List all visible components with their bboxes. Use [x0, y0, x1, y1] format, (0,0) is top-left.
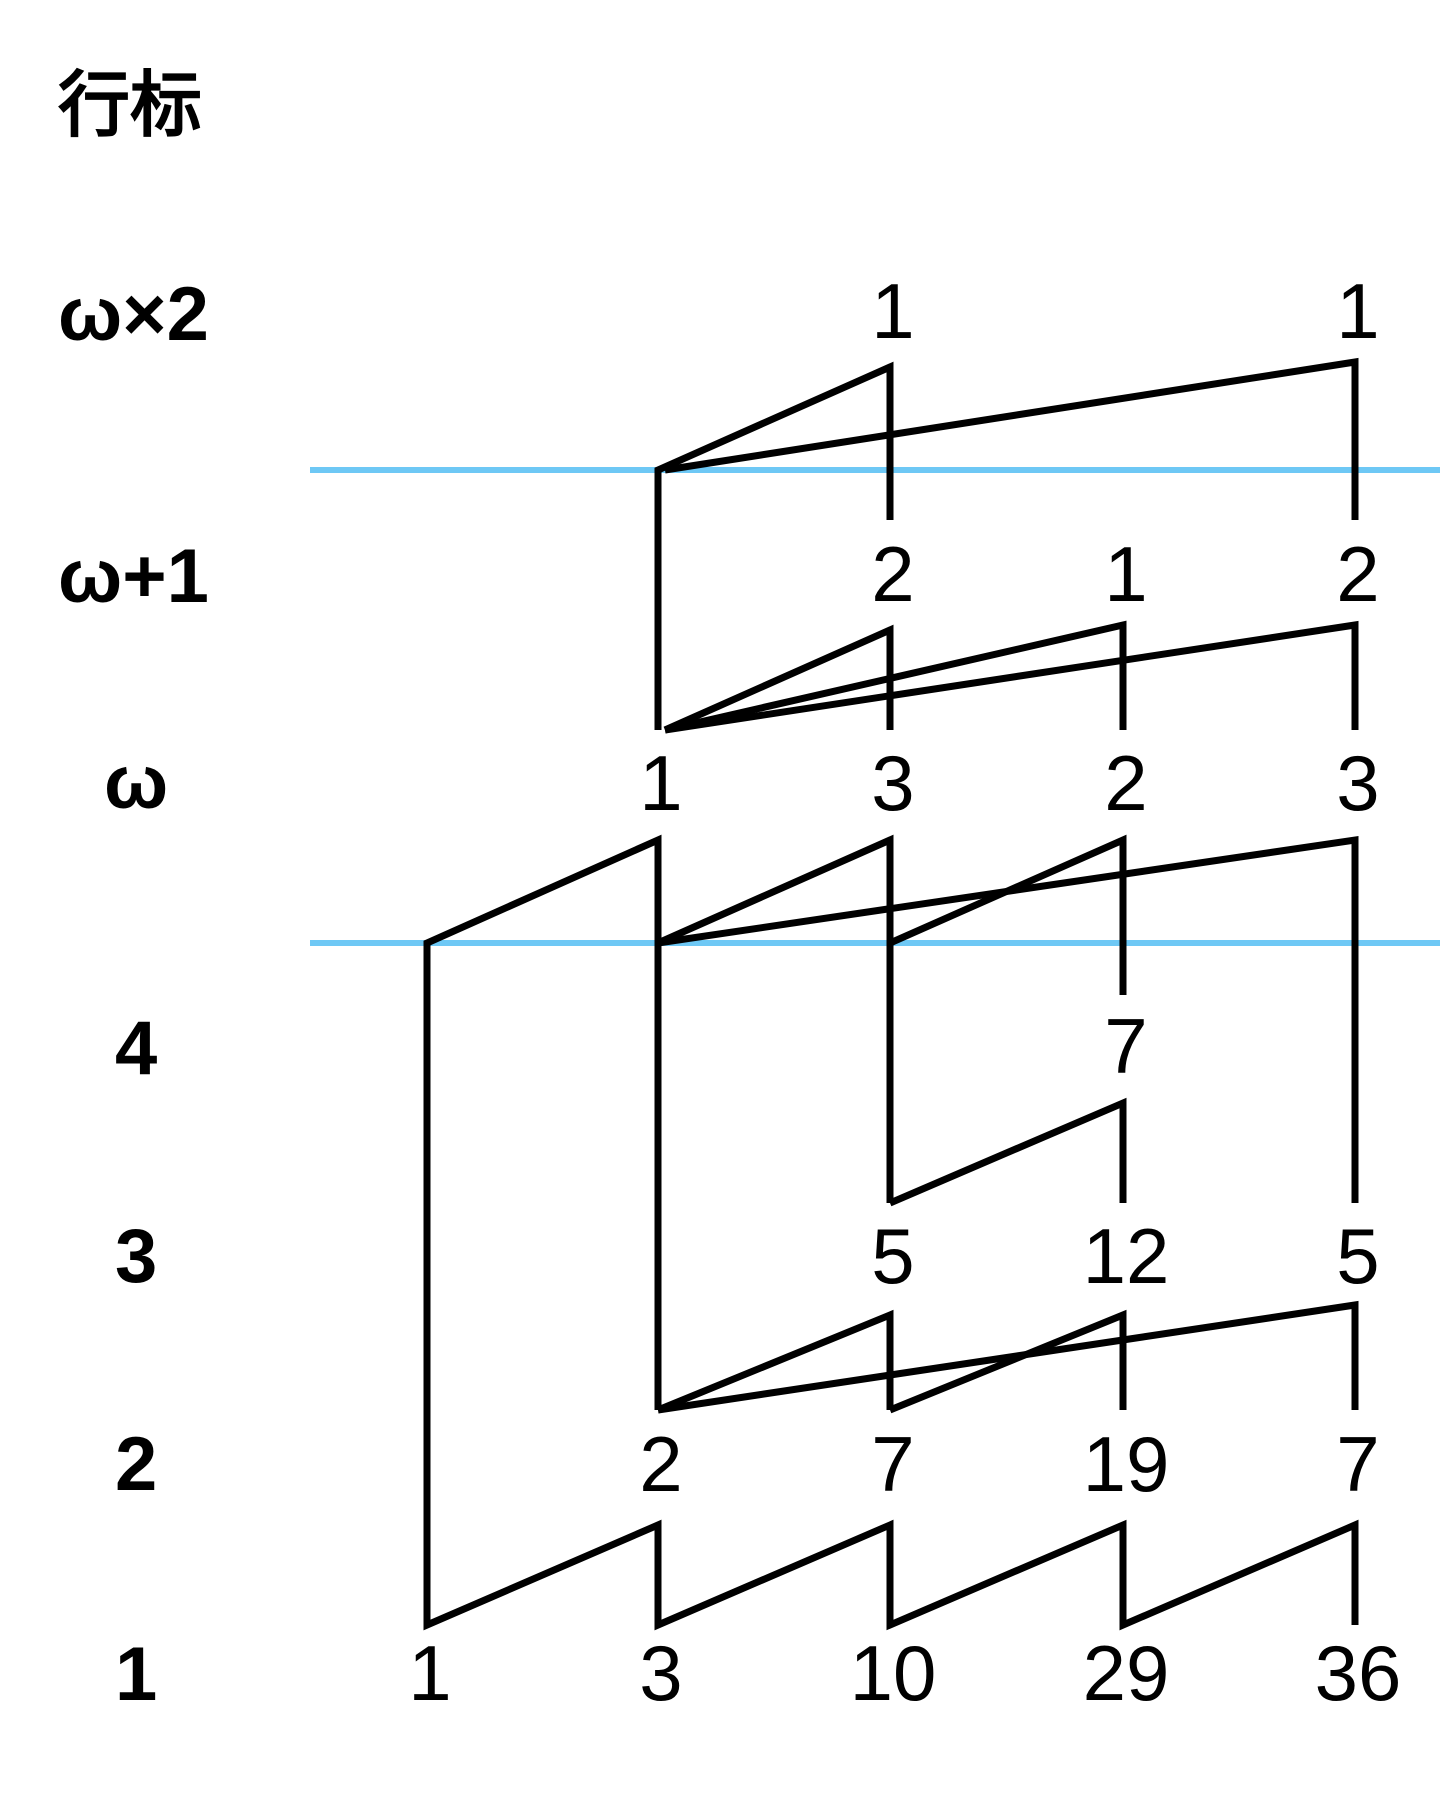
- value-w1-c5: 2: [1336, 530, 1379, 618]
- path-row3-c5: [657, 835, 1359, 1203]
- path-row1-zigzag: [423, 834, 1359, 1631]
- row-label-3: 3: [115, 1214, 157, 1299]
- path-row3-c4: [888, 1097, 1127, 1207]
- value-r2-c3: 7: [871, 1420, 914, 1508]
- value-r2-c4: 19: [1083, 1420, 1170, 1508]
- value-r1-c4: 29: [1083, 1629, 1170, 1717]
- path-omegaplus1-c5: [664, 357, 1359, 520]
- path-row3-c3: [656, 834, 894, 1203]
- value-r3-c4: 12: [1083, 1212, 1170, 1300]
- value-r1-c1: 1: [408, 1629, 451, 1717]
- value-r3-c3: 5: [871, 1212, 914, 1300]
- path-omega-c4: [664, 620, 1127, 734]
- value-r3-c5: 5: [1336, 1212, 1379, 1300]
- row-label-omega-times-2: ω×2: [58, 272, 209, 357]
- connector-paths: [423, 357, 1359, 1631]
- value-r1-c5: 36: [1315, 1629, 1402, 1717]
- row-label-4: 4: [115, 1006, 157, 1091]
- value-w-c3: 3: [871, 739, 914, 827]
- value-r4-c4: 7: [1104, 1002, 1147, 1090]
- value-r1-c3: 10: [850, 1629, 937, 1717]
- value-labels: 1 1 2 1 2 1 3 2 3 7 5 12 5 2 7 19 7 1 3 …: [408, 267, 1401, 1717]
- value-w1-c4: 1: [1104, 530, 1147, 618]
- path-row4-c4: [888, 834, 1127, 995]
- value-w2-c3: 1: [871, 267, 914, 355]
- value-w-c4: 2: [1104, 739, 1147, 827]
- value-w1-c3: 2: [871, 530, 914, 618]
- path-row2-c4: [888, 1309, 1127, 1414]
- value-w-c2: 1: [639, 739, 682, 827]
- value-w2-c5: 1: [1336, 267, 1379, 355]
- row-label-omega: ω: [104, 740, 168, 825]
- value-r2-c5: 7: [1336, 1420, 1379, 1508]
- row-label-2: 2: [115, 1422, 157, 1507]
- path-omega-c5: [664, 620, 1359, 734]
- value-r2-c2: 2: [639, 1420, 682, 1508]
- path-row2-c5: [657, 1300, 1359, 1414]
- row-label-omega-plus-1: ω+1: [58, 534, 209, 619]
- path-omega-c2: [654, 361, 894, 730]
- value-w-c5: 3: [1336, 739, 1379, 827]
- row-header-title: 行标: [58, 63, 202, 147]
- value-r1-c2: 3: [639, 1629, 682, 1717]
- row-label-1: 1: [115, 1632, 157, 1717]
